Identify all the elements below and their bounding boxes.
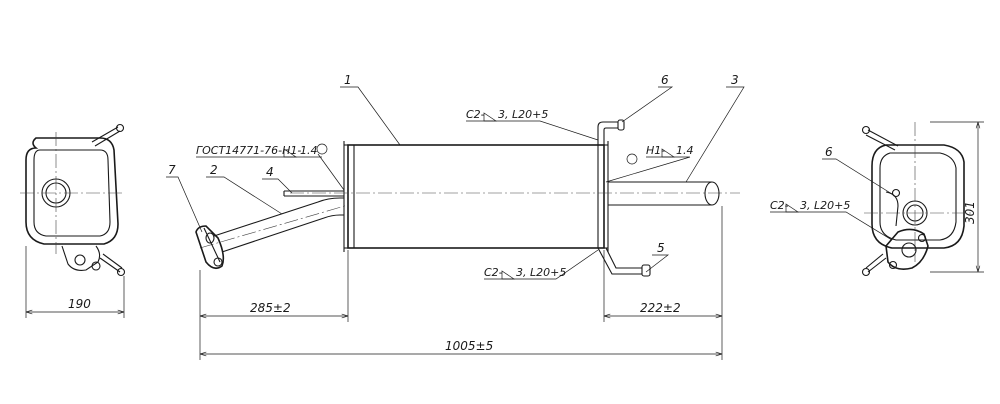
dim-222-label: 222±2 <box>640 301 681 315</box>
leader-lines <box>166 86 893 280</box>
weld-note-gost: ГОСТ14771-76-Н1- <box>196 144 301 157</box>
callout-5: 5 <box>657 241 665 255</box>
weld-note-c2-top-tail: 3, L20+5 <box>498 108 548 121</box>
left-end-view <box>20 123 126 318</box>
callout-1: 1 <box>344 73 352 87</box>
callout-3: 3 <box>731 73 739 87</box>
callout-7: 7 <box>168 163 176 177</box>
main-side-view <box>195 119 740 277</box>
dim-285-label: 285±2 <box>250 301 291 315</box>
weld-note-h1-leg: 1.4 <box>676 144 694 157</box>
callout-2: 2 <box>210 163 218 177</box>
dim-190-label: 190 <box>68 297 91 311</box>
callout-6: 6 <box>661 73 669 87</box>
right-end-view <box>861 121 984 277</box>
weld-note-c2-right-tail: 3, L20+5 <box>800 199 850 212</box>
weld-note-h1: Н1- <box>646 144 665 157</box>
weld-note-c2-bottom-tail: 3, L20+5 <box>516 266 566 279</box>
callout-4: 4 <box>266 165 274 179</box>
main-dimensions <box>199 206 723 360</box>
weld-note-c2-bottom: С2- <box>484 266 503 279</box>
weld-note-c2-top: С2- <box>466 108 485 121</box>
weld-note-gost-leg: 1.4 <box>300 144 318 157</box>
dim-301-label: 301 <box>963 201 977 224</box>
callout-6-right: 6 <box>825 145 833 159</box>
dim-1005-label: 1005±5 <box>445 339 493 353</box>
weld-note-c2-right: С2- <box>770 199 789 212</box>
